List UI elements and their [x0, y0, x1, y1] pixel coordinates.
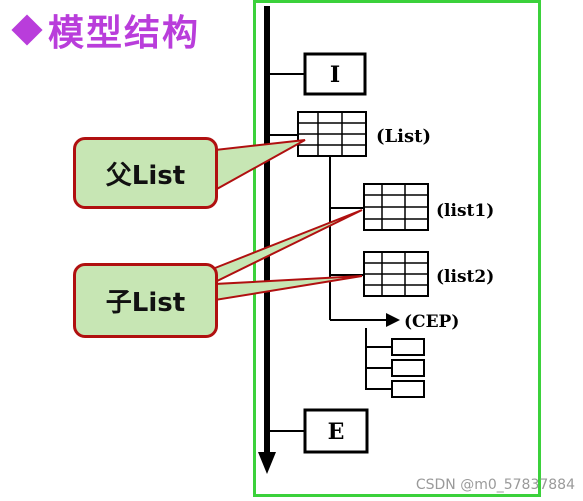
- child-list-label: 子List: [105, 288, 186, 318]
- csdn-watermark: CSDN @m0_57837884: [415, 477, 575, 493]
- main-spine-arrow: [258, 6, 276, 474]
- cep-boxes: [365, 328, 425, 398]
- node-list2-label: (list2): [436, 267, 494, 287]
- child-list-callout: 子List: [73, 263, 218, 338]
- grid-list1-icon: [330, 183, 429, 231]
- title-text: 模型结构: [48, 13, 201, 54]
- child-callout-pointer-list2: [214, 275, 363, 302]
- node-list-label: (List): [376, 126, 431, 147]
- parent-list-label: 父List: [105, 160, 186, 191]
- parent-list-callout: 父List: [73, 137, 218, 209]
- node-I-label: I: [330, 62, 340, 88]
- cep-arrow: [330, 313, 400, 327]
- parent-callout-pointer: [214, 139, 306, 192]
- node-cep-label: (CEP): [404, 312, 459, 332]
- grid-list-icon: [270, 111, 367, 157]
- node-list1-label: (list1): [436, 201, 494, 221]
- slide-title: 模型结构: [10, 4, 200, 56]
- diagram-frame: [253, 0, 541, 497]
- grid-list2-icon: [330, 251, 429, 297]
- node-I: I: [270, 52, 367, 96]
- node-E: E: [270, 408, 369, 454]
- node-E-label: E: [328, 419, 345, 445]
- child-callout-pointer-list1: [214, 209, 363, 284]
